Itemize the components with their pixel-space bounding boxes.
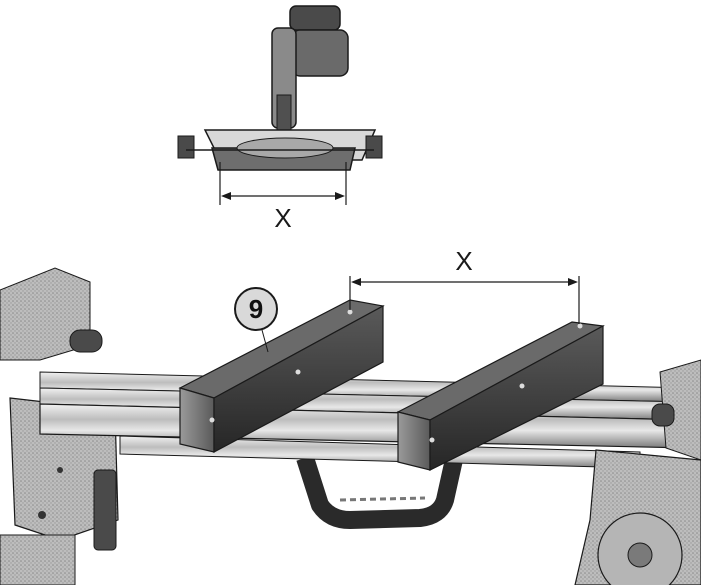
callout-number: 9 [249,294,263,324]
callout-circle [234,287,278,331]
stand-carry-handle [296,453,464,529]
arm-right-screw [429,437,435,443]
arrow-icon [335,192,345,200]
arm-right-screw [519,383,525,389]
miter-saw-icon [177,5,383,171]
top-dimension: X [219,162,347,233]
arrow-icon [351,278,361,286]
bottom-dimension-label: X [455,246,472,276]
stand-left-knob [69,329,103,353]
saw-motor [291,29,349,77]
arm-right-screw [577,323,583,329]
saw-bracket-left [177,135,195,159]
callout-9: 9 [234,287,278,353]
saw-turntable [236,137,334,159]
arm-right-side [397,411,431,471]
callout-leader [261,329,269,353]
stand-left-leg [93,469,117,551]
stand-right-wheel-hub [627,542,653,568]
stand-support-arm-left [178,299,385,453]
bottom-dimension: X [349,246,580,324]
saw-bracket-right [365,135,383,159]
arrow-icon [221,192,231,200]
arm-left-screw [347,309,353,315]
saw-handle [289,5,341,31]
arm-left-screw [295,369,301,375]
stand-right-knob [651,403,675,427]
stand-left-bolt [57,467,63,473]
stand-support-arm-right [396,321,605,471]
arm-left-side [179,387,215,453]
stand-handle-grip [339,496,426,502]
top-dimension-label: X [274,203,291,233]
stand-left-bolt [38,511,46,519]
stand-left-foot [0,534,76,585]
work-stand-icon [0,267,701,585]
arm-right-face [429,324,604,471]
arm-left-screw [209,417,215,423]
arrow-icon [568,278,578,286]
arm-left-face [213,304,384,453]
